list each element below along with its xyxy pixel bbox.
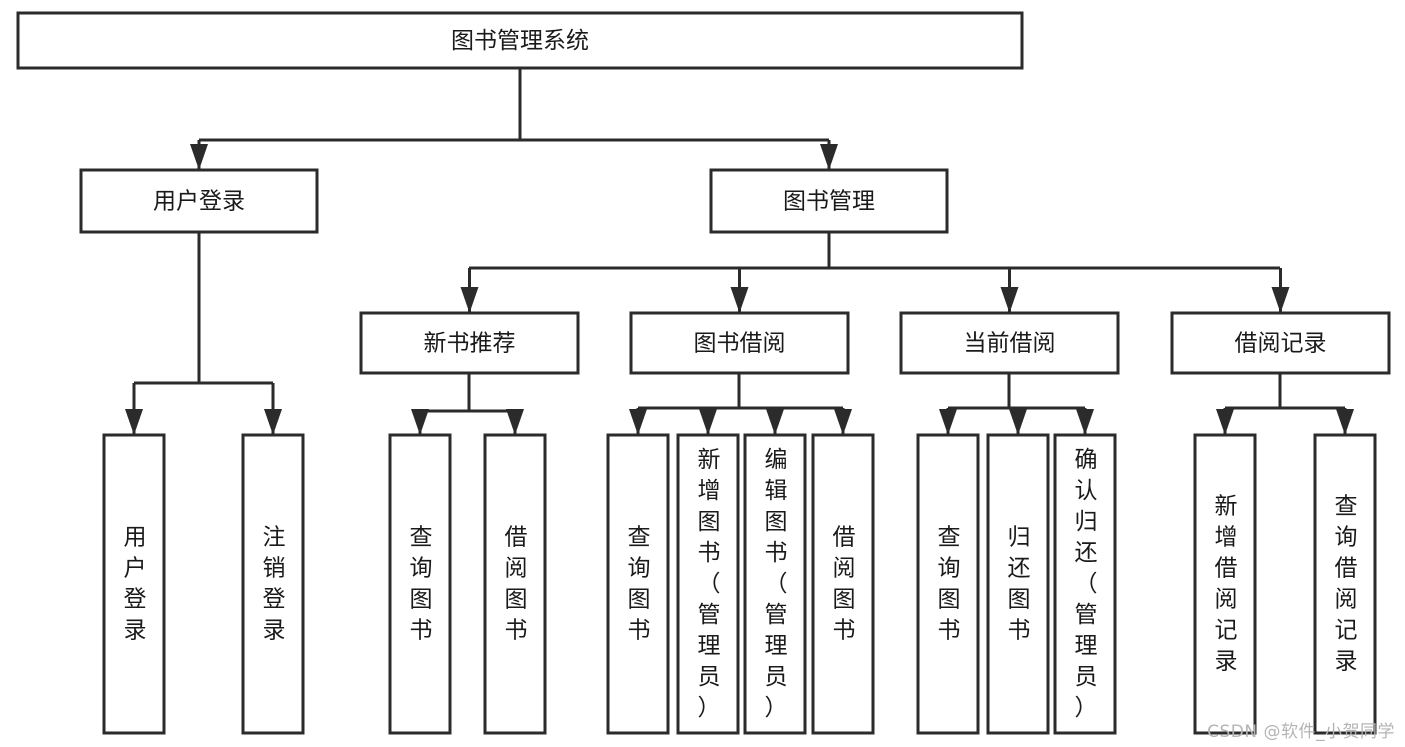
arrow-head-icon <box>939 409 957 435</box>
node-leaf-borrow-book[interactable]: 借阅图书 <box>811 433 875 735</box>
node-user-login[interactable]: 用户登录 <box>79 168 319 234</box>
csdn-watermark: CSDN @软件_小贺同学 <box>1207 722 1395 742</box>
node-leaf-query-borrow-record[interactable]: 查询借阅记录 <box>1313 433 1377 735</box>
node-label-current-borrow: 当前借阅 <box>964 331 1056 357</box>
arrow-head-icon <box>460 287 479 313</box>
node-box-current-borrow[interactable] <box>899 311 1120 375</box>
node-new-book-recommend[interactable]: 新书推荐 <box>359 311 580 375</box>
node-box-book-manage[interactable] <box>709 168 949 234</box>
arrow-head-icon <box>730 287 749 313</box>
node-box-user-login[interactable] <box>79 168 319 234</box>
node-label-leaf-query-book-recommend: 查询图书 <box>410 525 433 644</box>
node-box-leaf-query-borrow-record[interactable] <box>1313 433 1377 735</box>
node-label-book-manage: 图书管理 <box>783 189 875 215</box>
arrow-head-icon <box>264 409 282 435</box>
node-label-leaf-confirm-return-admin: 确认归还（管理员） <box>1075 447 1098 721</box>
node-leaf-query-book-recommend[interactable]: 查询图书 <box>388 433 452 735</box>
node-box-leaf-edit-book-admin[interactable] <box>743 433 807 735</box>
node-label-book-borrow: 图书借阅 <box>694 331 786 357</box>
arrow-head-icon <box>820 144 838 170</box>
arrow-head-icon <box>190 144 208 170</box>
node-leaf-borrow-book-recommend[interactable]: 借阅图书 <box>483 433 547 735</box>
node-box-leaf-user-login[interactable] <box>102 433 166 735</box>
node-leaf-return-book[interactable]: 归还图书 <box>986 433 1050 735</box>
node-book-borrow[interactable]: 图书借阅 <box>629 311 850 375</box>
node-leaf-query-book-borrow[interactable]: 查询图书 <box>606 433 670 735</box>
node-leaf-confirm-return-admin[interactable]: 确认归还（管理员） <box>1053 433 1117 735</box>
node-box-root[interactable] <box>16 11 1024 70</box>
node-leaf-add-book-admin[interactable]: 新增图书（管理员） <box>676 433 740 735</box>
node-box-new-book-recommend[interactable] <box>359 311 580 375</box>
node-label-new-book-recommend: 新书推荐 <box>424 331 516 357</box>
arrow-head-icon <box>506 409 524 435</box>
node-leaf-add-borrow-record[interactable]: 新增借阅记录 <box>1193 433 1257 735</box>
node-box-leaf-borrow-book[interactable] <box>811 433 875 735</box>
node-label-leaf-add-book-admin: 新增图书（管理员） <box>698 447 721 721</box>
node-book-manage[interactable]: 图书管理 <box>709 168 949 234</box>
node-box-leaf-query-book-borrow[interactable] <box>606 433 670 735</box>
node-box-borrow-record[interactable] <box>1170 311 1391 375</box>
node-label-leaf-edit-book-admin: 编辑图书（管理员） <box>765 447 788 721</box>
node-label-leaf-query-book-current: 查询图书 <box>938 525 961 644</box>
node-label-root: 图书管理系统 <box>451 28 589 54</box>
arrow-head-icon <box>1076 409 1094 435</box>
node-label-leaf-logout: 注销登录 <box>263 525 286 644</box>
arrow-head-icon <box>1336 409 1354 435</box>
node-label-leaf-query-book-borrow: 查询图书 <box>628 525 651 644</box>
node-label-leaf-query-borrow-record: 查询借阅记录 <box>1335 494 1358 675</box>
node-label-leaf-return-book: 归还图书 <box>1008 525 1031 644</box>
node-label-leaf-user-login: 用户登录 <box>124 525 147 644</box>
arrow-head-icon <box>1009 409 1027 435</box>
node-label-leaf-add-borrow-record: 新增借阅记录 <box>1215 494 1238 675</box>
node-leaf-query-book-current[interactable]: 查询图书 <box>916 433 980 735</box>
connectors-layer <box>125 68 1354 435</box>
arrow-head-icon <box>125 409 143 435</box>
arrow-head-icon <box>1000 287 1019 313</box>
node-box-leaf-borrow-book-recommend[interactable] <box>483 433 547 735</box>
node-box-leaf-add-borrow-record[interactable] <box>1193 433 1257 735</box>
arrow-head-icon <box>629 409 647 435</box>
arrow-head-icon <box>1271 287 1290 313</box>
arrow-head-icon <box>834 409 852 435</box>
node-leaf-logout[interactable]: 注销登录 <box>241 433 305 735</box>
node-box-leaf-return-book[interactable] <box>986 433 1050 735</box>
node-label-borrow-record: 借阅记录 <box>1235 331 1327 357</box>
arrow-head-icon <box>1216 409 1234 435</box>
node-box-leaf-query-book-current[interactable] <box>916 433 980 735</box>
node-box-leaf-confirm-return-admin[interactable] <box>1053 433 1117 735</box>
node-box-book-borrow[interactable] <box>629 311 850 375</box>
node-label-user-login: 用户登录 <box>153 189 245 215</box>
node-box-leaf-query-book-recommend[interactable] <box>388 433 452 735</box>
arrow-head-icon <box>699 409 717 435</box>
arrow-head-icon <box>411 409 429 435</box>
node-label-leaf-borrow-book-recommend: 借阅图书 <box>505 525 528 644</box>
nodes-layer: 图书管理系统用户登录图书管理新书推荐图书借阅当前借阅借阅记录用户登录注销登录查询… <box>16 11 1391 735</box>
node-root[interactable]: 图书管理系统 <box>16 11 1024 70</box>
arrow-head-icon <box>766 409 784 435</box>
node-box-leaf-logout[interactable] <box>241 433 305 735</box>
node-leaf-edit-book-admin[interactable]: 编辑图书（管理员） <box>743 433 807 735</box>
node-borrow-record[interactable]: 借阅记录 <box>1170 311 1391 375</box>
node-current-borrow[interactable]: 当前借阅 <box>899 311 1120 375</box>
node-leaf-user-login[interactable]: 用户登录 <box>102 433 166 735</box>
node-box-leaf-add-book-admin[interactable] <box>676 433 740 735</box>
node-label-leaf-borrow-book: 借阅图书 <box>833 525 856 644</box>
